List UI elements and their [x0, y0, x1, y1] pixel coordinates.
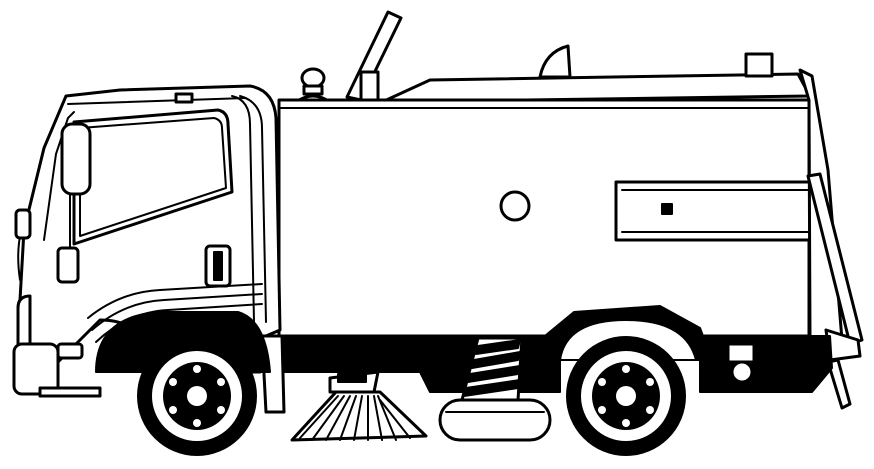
- side-window: [72, 108, 234, 246]
- side-mirror: [60, 122, 92, 196]
- front-bumper: [12, 342, 60, 396]
- suction-hose: [460, 336, 524, 402]
- filler-cap: [499, 190, 531, 222]
- cab: [12, 84, 286, 414]
- front-brush: [290, 370, 428, 442]
- front-wheel: [95, 311, 271, 456]
- rear-wheel: [566, 336, 686, 456]
- pickup-head: [438, 398, 552, 442]
- roof-equipment: [294, 10, 812, 104]
- chassis: [257, 305, 833, 442]
